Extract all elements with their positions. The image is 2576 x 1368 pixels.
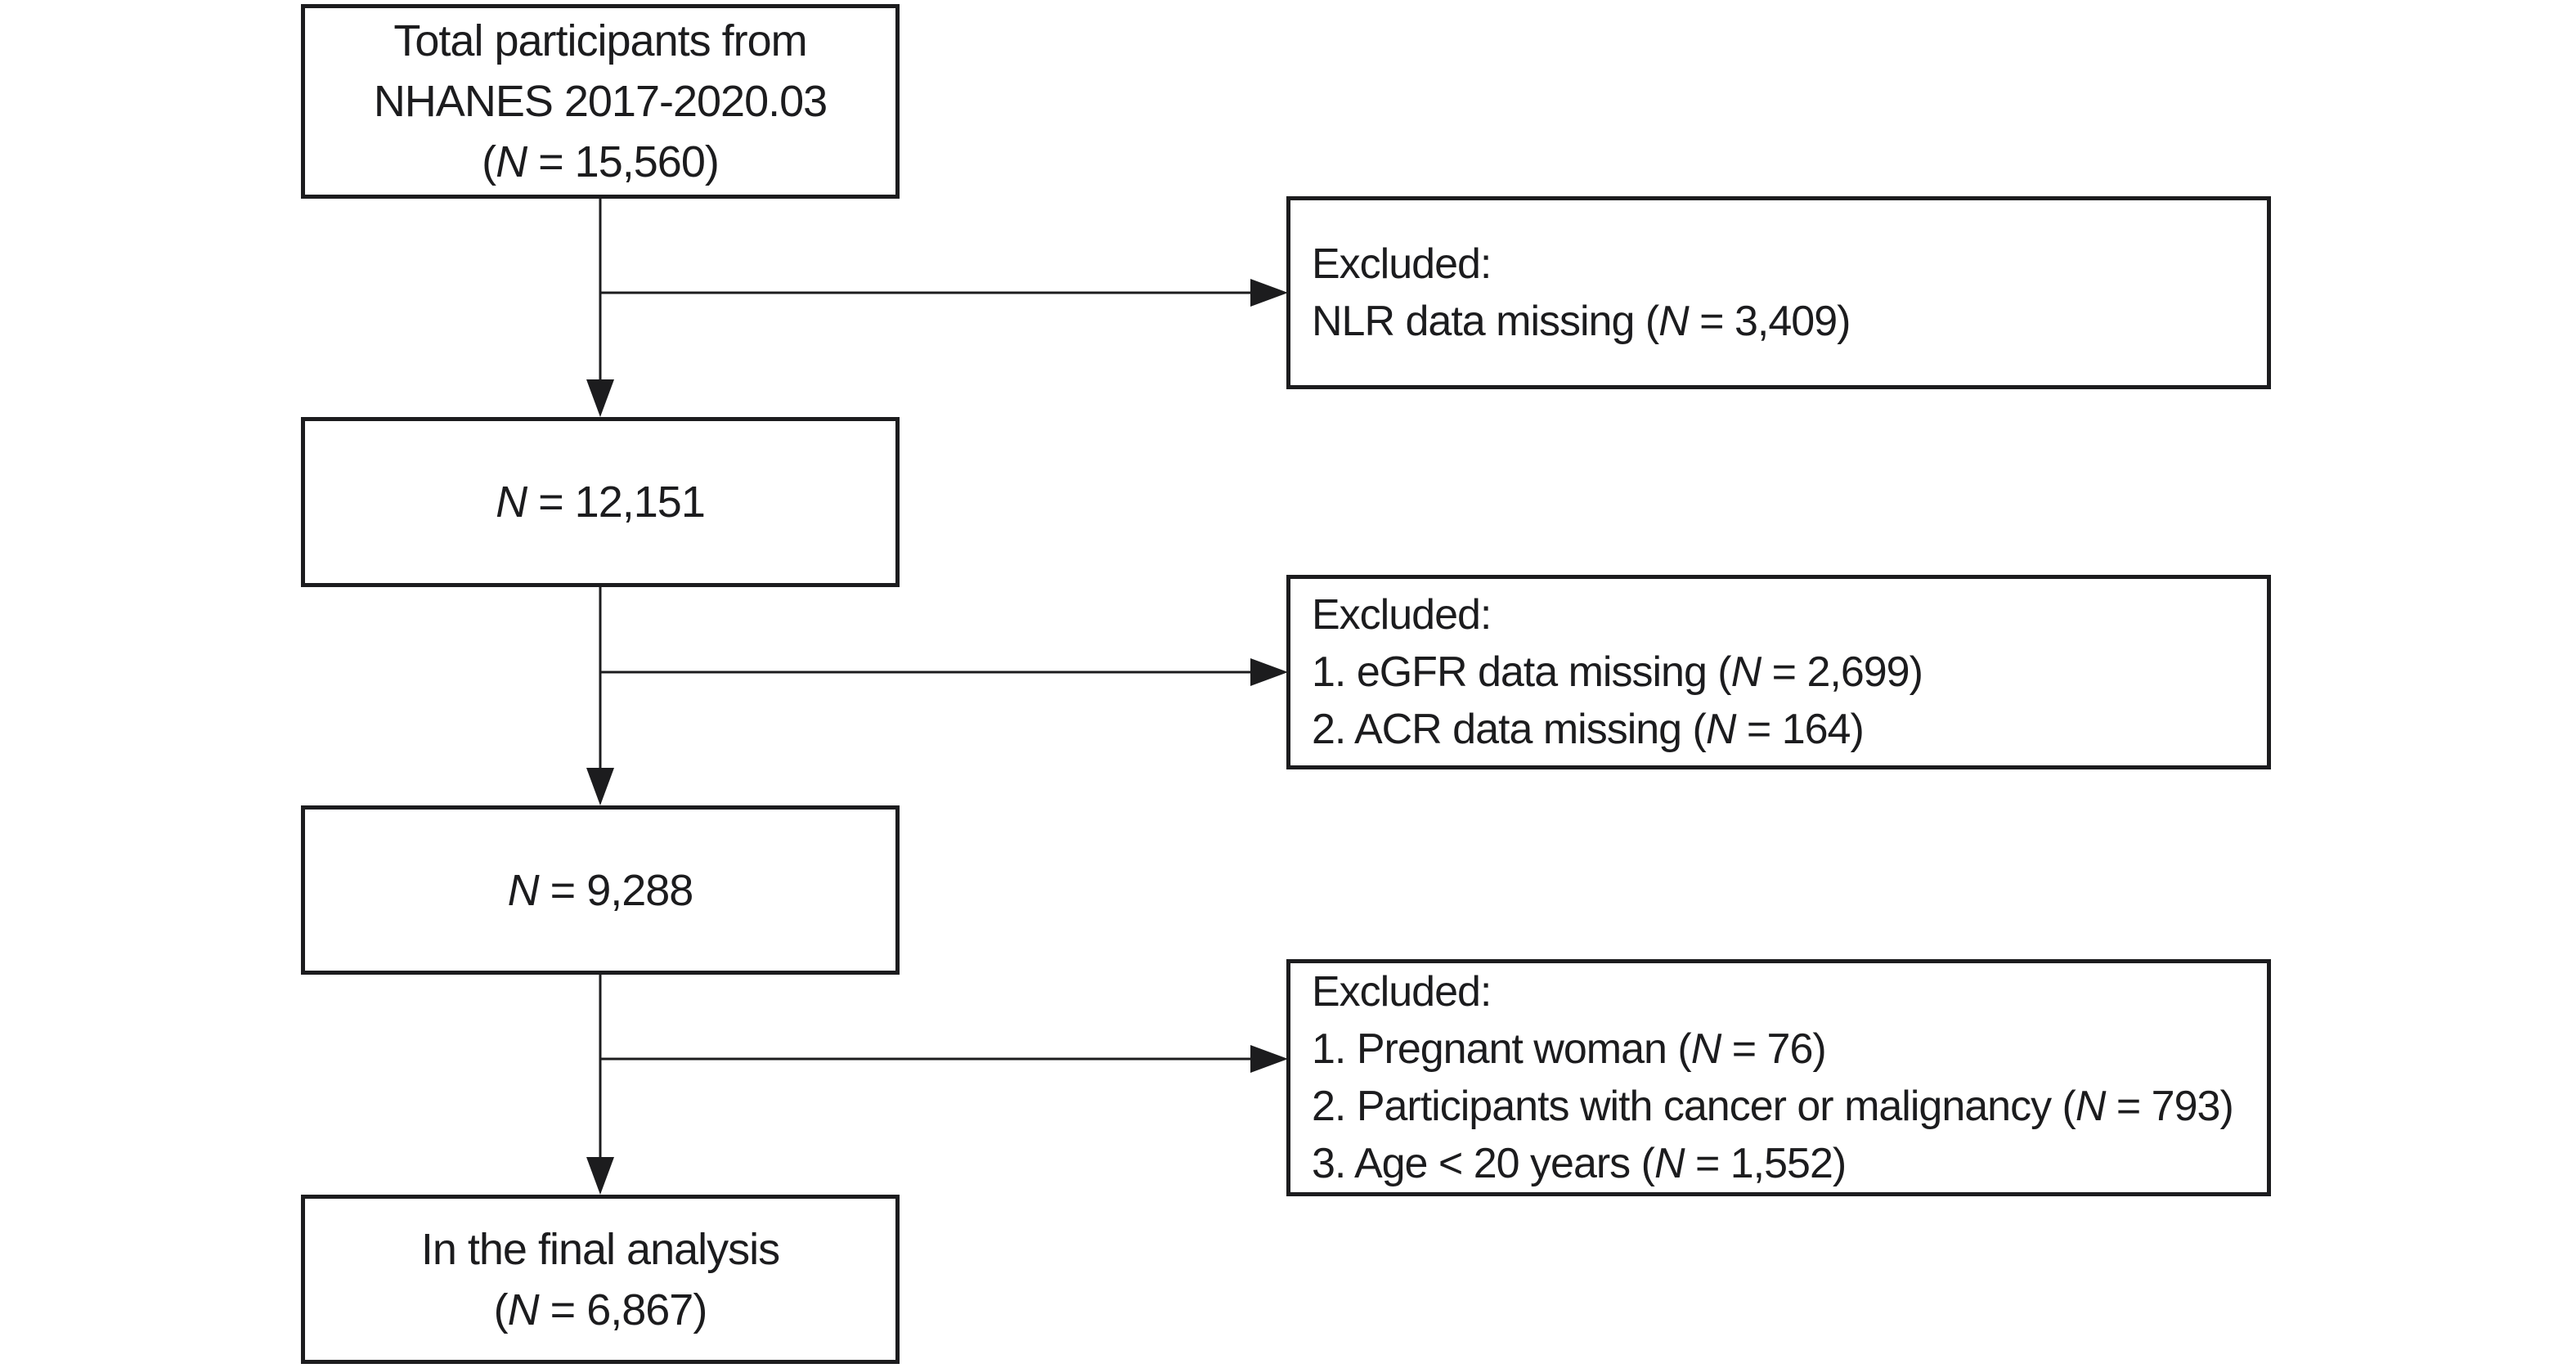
arrow-12151-to-9288 <box>586 587 614 805</box>
arrow-right-icon <box>1250 1045 1288 1073</box>
box-text-line: 2. Participants with cancer or malignanc… <box>1312 1083 2234 1130</box>
arrow-branch-to-excluded-3 <box>600 1045 1288 1073</box>
box-n-12151: N = 12,151 <box>301 417 900 587</box>
box-text-line: 1. Pregnant woman (N = 76) <box>1312 1025 1827 1073</box>
box-text-line: NLR data missing (N = 3,409) <box>1312 298 1851 345</box>
arrow-down-icon <box>586 379 614 417</box>
arrow-branch-to-excluded-2 <box>600 658 1288 686</box>
box-text-line: NHANES 2017-2020.03 <box>373 77 828 126</box>
arrow-down-icon <box>586 768 614 805</box>
box-text-line: 3. Age < 20 years (N = 1,552) <box>1312 1140 1847 1187</box>
box-text-line: In the final analysis <box>420 1224 780 1274</box>
box-text-line: Excluded: <box>1312 240 1492 288</box>
arrow-branch-to-excluded-1 <box>600 279 1288 307</box>
box-text-line: (N = 6,867) <box>493 1285 708 1334</box>
arrow-9288-to-final <box>586 975 614 1195</box>
box-excluded-nlr-missing: Excluded: NLR data missing (N = 3,409) <box>1286 196 2271 389</box>
box-n-9288: N = 9,288 <box>301 805 900 975</box>
box-text-line: 2. ACR data missing (N = 164) <box>1312 706 1865 753</box>
box-text-line: N = 12,151 <box>496 478 706 527</box>
box-text-line: 1. eGFR data missing (N = 2,699) <box>1312 648 1923 696</box>
arrow-total-to-12151 <box>586 199 614 417</box>
arrow-right-icon <box>1250 658 1288 686</box>
box-text-line: Excluded: <box>1312 968 1492 1016</box>
box-excluded-egfr-acr-missing: Excluded: 1. eGFR data missing (N = 2,699… <box>1286 575 2271 769</box>
box-excluded-pregnant-cancer-age: Excluded: 1. Pregnant woman (N = 76) 2. Pa… <box>1286 959 2271 1196</box>
arrow-right-icon <box>1250 279 1288 307</box>
box-final-analysis: In the final analysis (N = 6,867) <box>301 1195 900 1364</box>
box-text-line: Excluded: <box>1312 591 1492 639</box>
box-text-line: Total participants from <box>393 16 807 65</box>
arrow-down-icon <box>586 1157 614 1195</box>
box-text-line: (N = 15,560) <box>482 137 720 186</box>
box-text-line: N = 9,288 <box>507 865 694 915</box>
